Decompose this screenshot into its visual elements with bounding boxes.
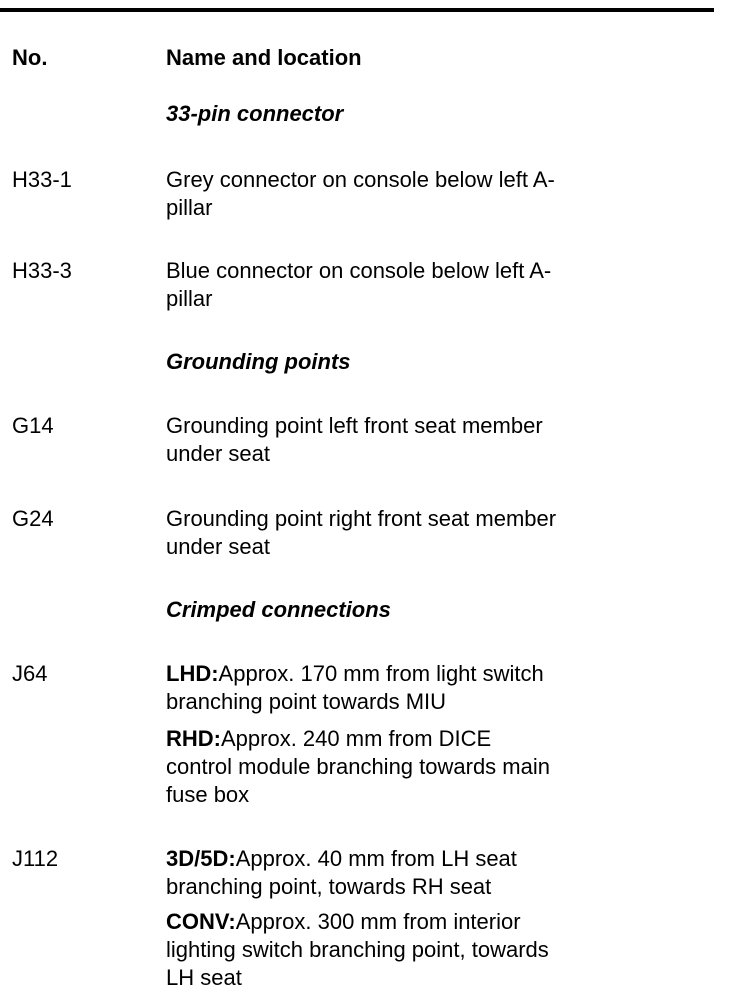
row-description-line: under seat (166, 441, 270, 466)
row-description-line: under seat (166, 534, 270, 559)
row-description-line: Blue connector on console below left A- (166, 258, 552, 283)
variant-text: Approx. 170 mm from light switch (218, 661, 544, 686)
row-number: H33-1 (12, 167, 72, 192)
row-description-line: Grey connector on console below left A- (166, 167, 555, 192)
column-header-name-location: Name and location (166, 45, 362, 70)
row-number: J112 (12, 846, 59, 871)
variant-label: 3D/5D: (166, 846, 236, 871)
row-number: J64 (12, 661, 48, 686)
row-description-line: CONV:Approx. 300 mm from interior (166, 908, 521, 936)
top-rule (0, 8, 714, 12)
row-description-line: RHD:Approx. 240 mm from DICE (166, 725, 491, 753)
row-description-line: lighting switch branching point, towards (166, 937, 549, 962)
row-description-line: branching point towards MIU (166, 689, 447, 714)
variant-label: CONV: (166, 909, 236, 934)
section-title-connector: 33-pin connector (166, 101, 344, 126)
row-description-line: pillar (166, 195, 213, 220)
row-description-line: Grounding point left front seat member (166, 413, 543, 438)
row-description-line: fuse box (166, 782, 250, 807)
row-description-line: branching point, towards RH seat (166, 874, 492, 899)
row-description-line: 3D/5D:Approx. 40 mm from LH seat (166, 845, 517, 873)
variant-text: Approx. 40 mm from LH seat (235, 846, 517, 871)
variant-text: Approx. 240 mm from DICE (221, 726, 492, 751)
variant-label: LHD: (166, 661, 219, 686)
row-description-line: pillar (166, 286, 213, 311)
row-number: G14 (12, 413, 54, 438)
row-number: H33-3 (12, 258, 72, 283)
section-title-crimped: Crimped connections (166, 597, 391, 622)
row-description-line: LH seat (166, 965, 242, 990)
section-title-grounding: Grounding points (166, 349, 351, 374)
column-header-no: No. (12, 45, 48, 70)
row-number: G24 (12, 506, 54, 531)
row-description-line: Grounding point right front seat member (166, 506, 557, 531)
row-description-line: control module branching towards main (166, 754, 550, 779)
variant-text: Approx. 300 mm from interior (235, 909, 521, 934)
variant-label: RHD: (166, 726, 221, 751)
row-description-line: LHD:Approx. 170 mm from light switch (166, 660, 544, 688)
